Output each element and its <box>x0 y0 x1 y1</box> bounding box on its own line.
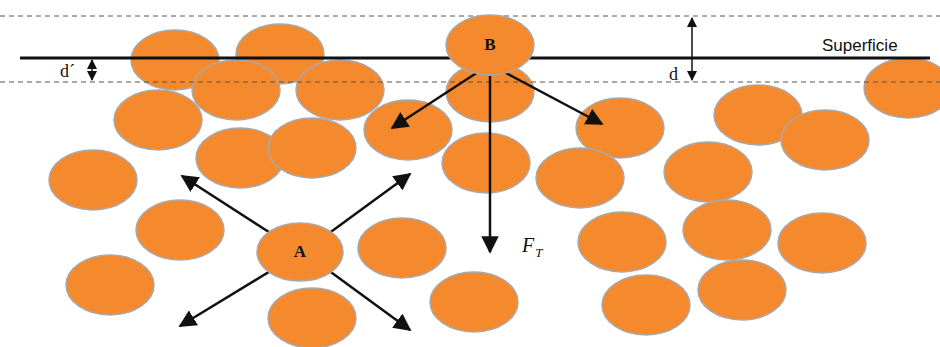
molecule-letter: B <box>484 35 495 55</box>
dimension-arrow <box>91 60 93 80</box>
dashed-line <box>0 16 940 17</box>
molecule-letter: A <box>294 242 306 262</box>
force-symbol: F <box>522 234 534 257</box>
dimension-arrow <box>691 18 693 80</box>
dimension-label: d <box>669 64 678 85</box>
molecule-circle: B <box>445 14 535 76</box>
molecule-circle: A <box>256 222 344 282</box>
surface-label: Superficie <box>822 36 898 56</box>
force-arrows <box>180 72 602 330</box>
force-subscript: T <box>535 245 542 261</box>
dimension-label: d´ <box>60 61 75 82</box>
dashed-line <box>0 82 940 83</box>
